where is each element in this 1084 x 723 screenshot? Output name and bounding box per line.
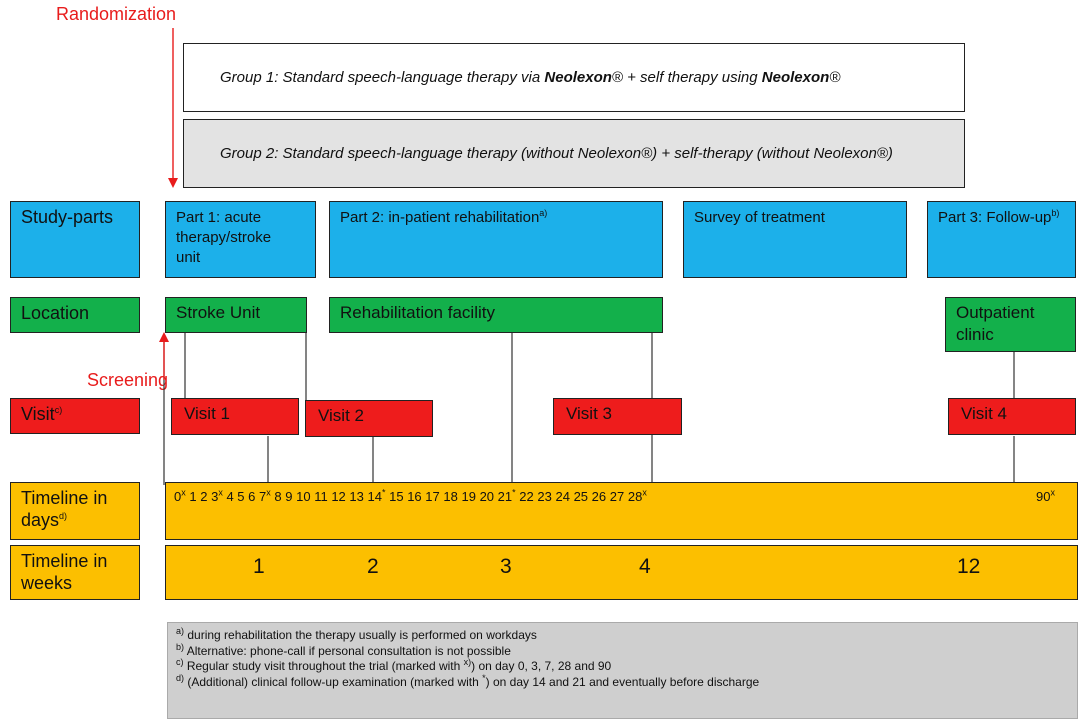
visit-3: Visit 3 bbox=[553, 398, 682, 435]
timeline-days-sequence: 0x 1 2 3x 4 5 6 7x 8 9 10 11 12 13 14* 1… bbox=[174, 487, 647, 504]
location-rehabilitation-facility: Rehabilitation facility bbox=[329, 297, 663, 333]
week-3: 3 bbox=[500, 555, 512, 578]
timeline-day-90: 90x bbox=[1036, 487, 1055, 504]
footnote-b: b) Alternative: phone-call if personal c… bbox=[176, 641, 511, 658]
group-2-box: Group 2: Standard speech-language therap… bbox=[183, 119, 965, 188]
study-part-2: Part 2: in-patient rehabilitationa) bbox=[329, 201, 663, 278]
row-label-visit: Visitc) bbox=[10, 398, 140, 434]
visit-2: Visit 2 bbox=[305, 400, 433, 437]
timeline-weeks-bar bbox=[165, 545, 1078, 600]
randomization-label: Randomization bbox=[56, 4, 177, 24]
study-part-survey: Survey of treatment bbox=[683, 201, 907, 278]
timeline-days-bar bbox=[165, 482, 1078, 540]
screening-arrowhead bbox=[159, 332, 169, 342]
week-2: 2 bbox=[367, 555, 379, 578]
row-label-study-parts: Study-parts bbox=[10, 201, 140, 278]
week-4: 4 bbox=[639, 555, 651, 578]
row-label-location: Location bbox=[10, 297, 140, 333]
week-1: 1 bbox=[253, 555, 265, 578]
group-1-box: Group 1: Standard speech-language therap… bbox=[183, 43, 965, 112]
study-part-3: Part 3: Follow-upb) bbox=[927, 201, 1076, 278]
screening-label: Screening bbox=[87, 370, 169, 390]
randomization-arrowhead bbox=[168, 178, 178, 188]
week-12: 12 bbox=[957, 555, 981, 578]
row-label-timeline-days: Timeline in daysd) bbox=[10, 482, 140, 540]
visit-1: Visit 1 bbox=[171, 398, 299, 435]
group-1-text: Group 1: Standard speech-language therap… bbox=[220, 69, 841, 86]
row-label-timeline-weeks: Timeline in weeks bbox=[10, 545, 140, 600]
visit-4: Visit 4 bbox=[948, 398, 1076, 435]
footnote-a: a) during rehabilitation the therapy usu… bbox=[176, 626, 537, 643]
group-2-text: Group 2: Standard speech-language therap… bbox=[220, 145, 893, 162]
footnote-c: c) Regular study visit throughout the tr… bbox=[176, 657, 612, 674]
footnotes-box: a) during rehabilitation the therapy usu… bbox=[167, 622, 1078, 719]
footnote-d: d) (Additional) clinical follow-up exami… bbox=[176, 672, 760, 689]
location-stroke-unit: Stroke Unit bbox=[165, 297, 307, 333]
